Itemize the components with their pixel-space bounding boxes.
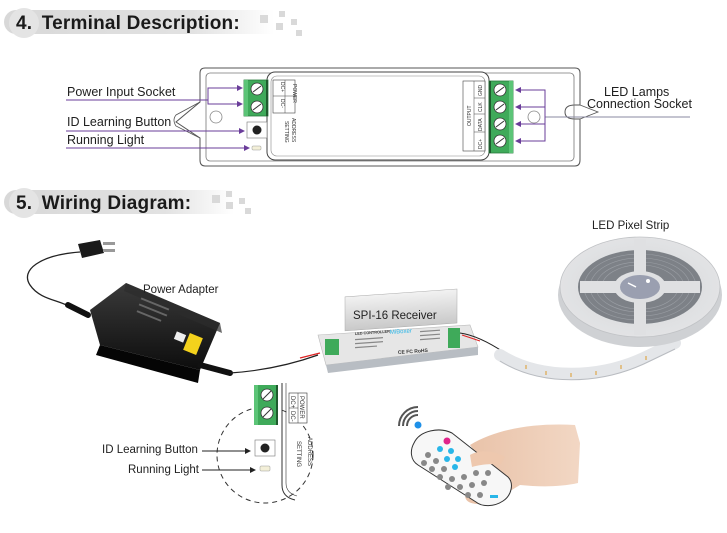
thumb-drawing [470,451,505,467]
center-cover [266,71,490,161]
section-title-terminal: 4. Terminal Description: [16,13,240,35]
output-text: OUTPUT [467,105,473,126]
running-light-drawing [251,145,262,151]
housing-left-notch [173,101,201,139]
strip-leds [525,356,647,377]
terminal-diagram: DC+ DC- POWER ADDRESS SETTING OUTPUT GND… [66,67,690,167]
label-power-input-socket: Power Input Socket [67,85,176,99]
pin-label-dc-minus-in: DC- [279,99,285,108]
led-reel-drawing [558,236,722,347]
power-label-box [272,79,296,114]
decor-square [226,191,232,197]
led-output-terminal [488,80,514,154]
receiver-output-wire-red [461,334,481,342]
led-arrow-4 [515,117,546,144]
header-circle [9,188,39,218]
detail-address-text: ADDRESS [306,437,312,466]
mount-hole-left [209,110,223,124]
power-text: POWER [291,84,297,103]
receiver-cert-text: CE FC RoHS [398,348,429,356]
setting-text: SETTING [283,121,289,143]
decor-square [226,202,233,209]
led-arrow-1 [515,87,546,117]
power-input-arrow-bottom [207,100,243,107]
decor-square [291,19,297,25]
label-id-learning-button: ID Learning Button [67,115,172,129]
power-input-terminal [243,79,269,117]
id-learning-button-drawing [246,121,268,139]
label-running-light: Running Light [67,133,145,147]
section-title-text: Terminal Description: [41,13,240,34]
detail-circle-drawing [216,383,314,504]
spi-16-receiver-drawing: LED CONTROLLER MiBoxer CE FC RoHS [317,288,479,373]
label-power-adapter: Power Adapter [143,284,219,296]
label-detail-id-learning-button: ID Learning Button [102,444,198,456]
detail-pin-dc-plus: DC+ [289,396,295,409]
label-led-pixel-strip: LED Pixel Strip [592,220,670,232]
remote-control-drawing [410,429,512,507]
section-header-wiring: 5. Wiring Diagram: [4,186,264,218]
section-header-terminal: 4. Terminal Description: [4,6,304,38]
wiring-diagram: LED CONTROLLER MiBoxer CE FC RoHS [26,236,722,507]
detail-setting-text: SETTING [295,441,301,467]
decor-square [279,11,285,17]
adapter-input-cord [26,251,81,308]
adapter-output-strain [197,362,233,376]
section-number: 4. [16,13,33,34]
pin-label-data: DATA [478,118,484,131]
adapter-cord-strain [65,302,91,318]
receiver-product-text: LED CONTROLLER [355,330,390,336]
decor-square [260,15,268,23]
output-label-box [462,80,486,152]
pin-label-dc-plus-out: DC+ [478,139,484,149]
led-strip-tail-edge [499,348,676,381]
power-adapter-drawing [90,283,222,383]
detail-power-text: POWER [298,396,304,419]
plug-drawing [78,240,115,258]
decor-square [296,30,302,36]
pin-label-gnd: GND [478,85,484,97]
detail-pin-dc-minus: DC- [289,411,295,422]
header-bar [4,10,274,34]
section-number: 5. [16,193,33,214]
section-title-text: Wiring Diagram: [41,193,192,214]
label-detail-running-light: Running Light [128,464,199,476]
power-input-arrow-top [207,85,243,100]
pin-label-clk: CLK [478,102,484,112]
decor-square [239,198,245,204]
led-strip-tail [494,337,681,380]
decor-square [276,23,283,30]
receiver-brand-text: MiBoxer [390,328,412,336]
label-led-lamps-line2: Connection Socket [587,97,692,111]
adapter-output-cord [229,354,319,374]
header-circle [9,8,39,38]
section-title-wiring: 5. Wiring Diagram: [16,193,191,215]
label-spi-16-receiver: SPI-16 Receiver [353,310,437,322]
signal-icon [398,406,422,429]
address-text: ADDRESS [290,118,296,143]
pin-label-dc-plus-in: DC+ [279,82,285,92]
header-bar [4,190,234,214]
adapter-output-cord-red [299,352,321,359]
label-led-lamps-line1: LED Lamps [604,85,670,99]
decor-square [212,195,220,203]
mount-hole-right [527,110,541,124]
decor-square [245,208,251,214]
